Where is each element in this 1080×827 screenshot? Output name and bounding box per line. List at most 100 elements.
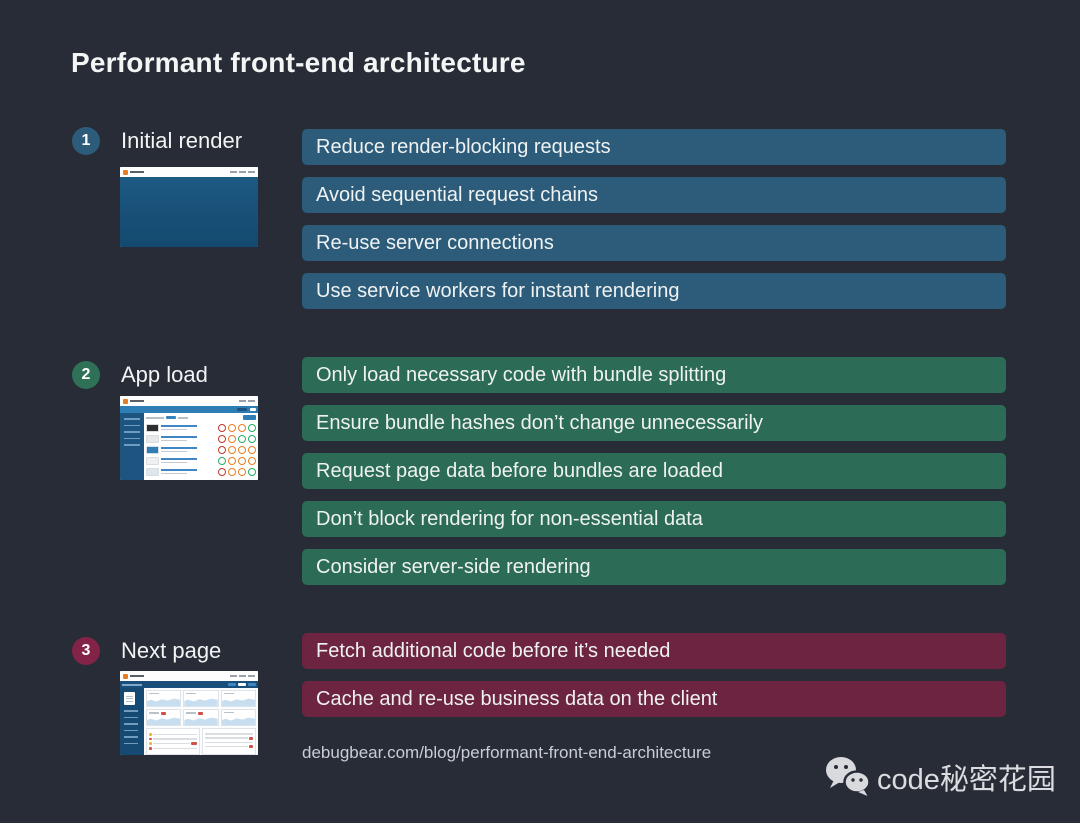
- mini-area-chart: [147, 698, 181, 706]
- mini-hero-section: [120, 177, 258, 247]
- mini-breadcrumb: [122, 683, 142, 686]
- mini-score-ring: [218, 445, 226, 454]
- mini-table-row: [149, 747, 197, 750]
- mini-browser-header: [120, 167, 258, 177]
- step-1-badge: 1: [72, 127, 100, 155]
- mini-filter-row: [144, 413, 258, 422]
- watermark-text: code秘密花园: [877, 764, 1056, 796]
- mini-area-chart: [221, 717, 255, 725]
- recommendation-bar: Consider server-side rendering: [302, 549, 1006, 585]
- mini-sidebar: [120, 413, 144, 480]
- mini-score-ring: [248, 456, 256, 465]
- mini-page-thumbnail: [146, 456, 159, 465]
- recommendation-bar: Cache and re-use business data on the cl…: [302, 681, 1006, 717]
- mini-nav-link: [248, 400, 255, 402]
- mini-list-row: [144, 422, 258, 433]
- mini-browser-header: [120, 396, 258, 406]
- mini-error-chip: [249, 736, 253, 740]
- mini-table-panel: [146, 728, 200, 755]
- mini-chart-title: [223, 692, 234, 694]
- mini-page-list: [144, 413, 258, 480]
- mini-toolbar-button: [250, 408, 256, 411]
- step-1-label: Initial render: [121, 128, 243, 153]
- mini-page-subtitle: [161, 428, 187, 431]
- mini-list-row: [144, 444, 258, 455]
- mini-error-chip: [191, 742, 197, 745]
- mini-chart-card: [183, 690, 219, 707]
- mini-score-ring: [238, 434, 246, 443]
- recommendation-bar: Avoid sequential request chains: [302, 177, 1006, 213]
- mini-chart-card: [220, 709, 256, 726]
- mini-page-subtitle: [161, 472, 187, 475]
- mini-table-row: [205, 736, 253, 740]
- mini-list-row: [144, 433, 258, 444]
- source-url: debugbear.com/blog/performant-front-end-…: [302, 743, 712, 762]
- mini-nav-link: [248, 171, 255, 173]
- mini-page-thumbnail: [146, 445, 159, 454]
- mini-menu-item: [124, 431, 140, 433]
- thumbnail-initial-render: [120, 167, 258, 247]
- mini-score-ring: [238, 467, 246, 476]
- thumbnail-app-load: [120, 396, 258, 480]
- mini-menu-item: [124, 418, 140, 420]
- mini-score-ring: [228, 445, 236, 454]
- mini-page-thumbnail: [146, 423, 159, 432]
- mini-score-ring: [238, 456, 246, 465]
- mini-chart-title: [186, 692, 197, 694]
- mini-chart-title: [149, 692, 159, 694]
- mini-page-title: [161, 435, 197, 439]
- mini-chart-title: [186, 712, 197, 714]
- mini-chart-card: [220, 690, 256, 707]
- mini-table-row: [205, 745, 253, 748]
- mini-table-panel: [202, 728, 256, 755]
- mini-score-ring: [248, 467, 256, 476]
- mini-table-row: [149, 742, 197, 745]
- mini-list-row: [144, 466, 258, 477]
- mini-site-name: [130, 674, 144, 678]
- mini-table-row: [149, 733, 197, 736]
- recommendation-bar: Fetch additional code before it’s needed: [302, 633, 1006, 669]
- mini-score-ring: [248, 445, 256, 454]
- mini-score-ring: [228, 467, 236, 476]
- mini-page-subtitle: [161, 450, 187, 453]
- mini-chart-title: [223, 711, 234, 713]
- mini-menu-item: [124, 424, 140, 426]
- recommendation-bar: Reduce render-blocking requests: [302, 129, 1006, 165]
- mini-score-ring: [248, 423, 256, 432]
- mini-score-ring: [218, 434, 226, 443]
- mini-table-row: [149, 737, 197, 740]
- mini-alert-badge: [197, 711, 203, 715]
- wechat-icon: [826, 757, 871, 796]
- step-3-label: Next page: [121, 638, 222, 663]
- mini-logo-icon: [123, 673, 128, 679]
- recommendation-bar: Request page data before bundles are loa…: [302, 453, 1006, 489]
- mini-page-title: [161, 446, 197, 450]
- mini-toolbar: [120, 681, 258, 688]
- mini-browser-header: [120, 671, 258, 681]
- mini-chart-grid: [144, 688, 258, 728]
- mini-nav-link: [230, 171, 237, 173]
- mini-area-chart: [221, 698, 255, 706]
- mini-menu-item: [124, 742, 138, 744]
- mini-page-thumbnail: [146, 434, 159, 443]
- mini-page-subtitle: [161, 461, 187, 464]
- mini-score-ring: [218, 423, 226, 432]
- mini-table-row: [205, 741, 253, 743]
- mini-score-ring: [238, 445, 246, 454]
- mini-site-name: [130, 399, 144, 403]
- mini-alert-badge: [160, 711, 166, 715]
- mini-error-chip: [249, 745, 253, 748]
- mini-page-subtitle: [161, 439, 187, 442]
- mini-table-row: [205, 733, 253, 735]
- mini-chart-title: [149, 712, 159, 714]
- mini-area-chart: [147, 717, 181, 725]
- mini-menu-item: [124, 716, 138, 718]
- mini-chart-card: [183, 709, 219, 726]
- mini-dashboard: [144, 688, 258, 755]
- mini-menu-item: [124, 736, 138, 738]
- mini-logo-icon: [123, 398, 128, 404]
- mini-nav-link: [248, 675, 255, 677]
- mini-status-dot: [149, 747, 152, 750]
- mini-site-name: [130, 170, 144, 174]
- mini-toolbar: [120, 406, 258, 413]
